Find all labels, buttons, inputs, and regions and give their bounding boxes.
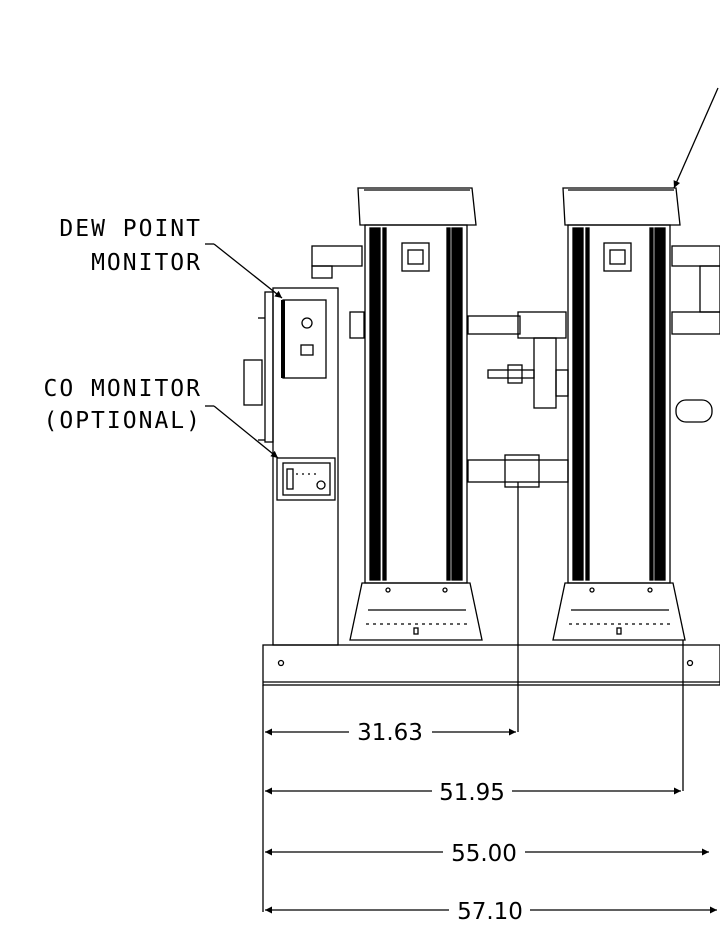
dimension-51-95: 51.95 bbox=[439, 780, 505, 806]
base-skid bbox=[262, 644, 720, 686]
piping-manifold bbox=[311, 245, 720, 488]
dew-point-label-line1: DEW POINT bbox=[59, 216, 202, 242]
desiccant-tower-left bbox=[349, 187, 483, 641]
dew-point-monitor-unit bbox=[281, 299, 327, 379]
dew-point-label-line2: MONITOR bbox=[91, 250, 202, 276]
co-monitor-unit bbox=[276, 457, 336, 501]
co-leader bbox=[213, 405, 279, 459]
desiccant-tower-right bbox=[552, 187, 686, 641]
dimension-57-10: 57.10 bbox=[457, 899, 523, 925]
co-monitor-label-line2: (OPTIONAL) bbox=[44, 408, 202, 434]
dew-point-leader bbox=[213, 243, 283, 299]
dimension-31-63: 31.63 bbox=[357, 720, 423, 746]
co-monitor-label-line1: CO MONITOR bbox=[44, 376, 202, 402]
dimension-55-00: 55.00 bbox=[451, 841, 517, 867]
top-callout-leader bbox=[673, 87, 719, 189]
monitor-panel bbox=[243, 287, 339, 646]
